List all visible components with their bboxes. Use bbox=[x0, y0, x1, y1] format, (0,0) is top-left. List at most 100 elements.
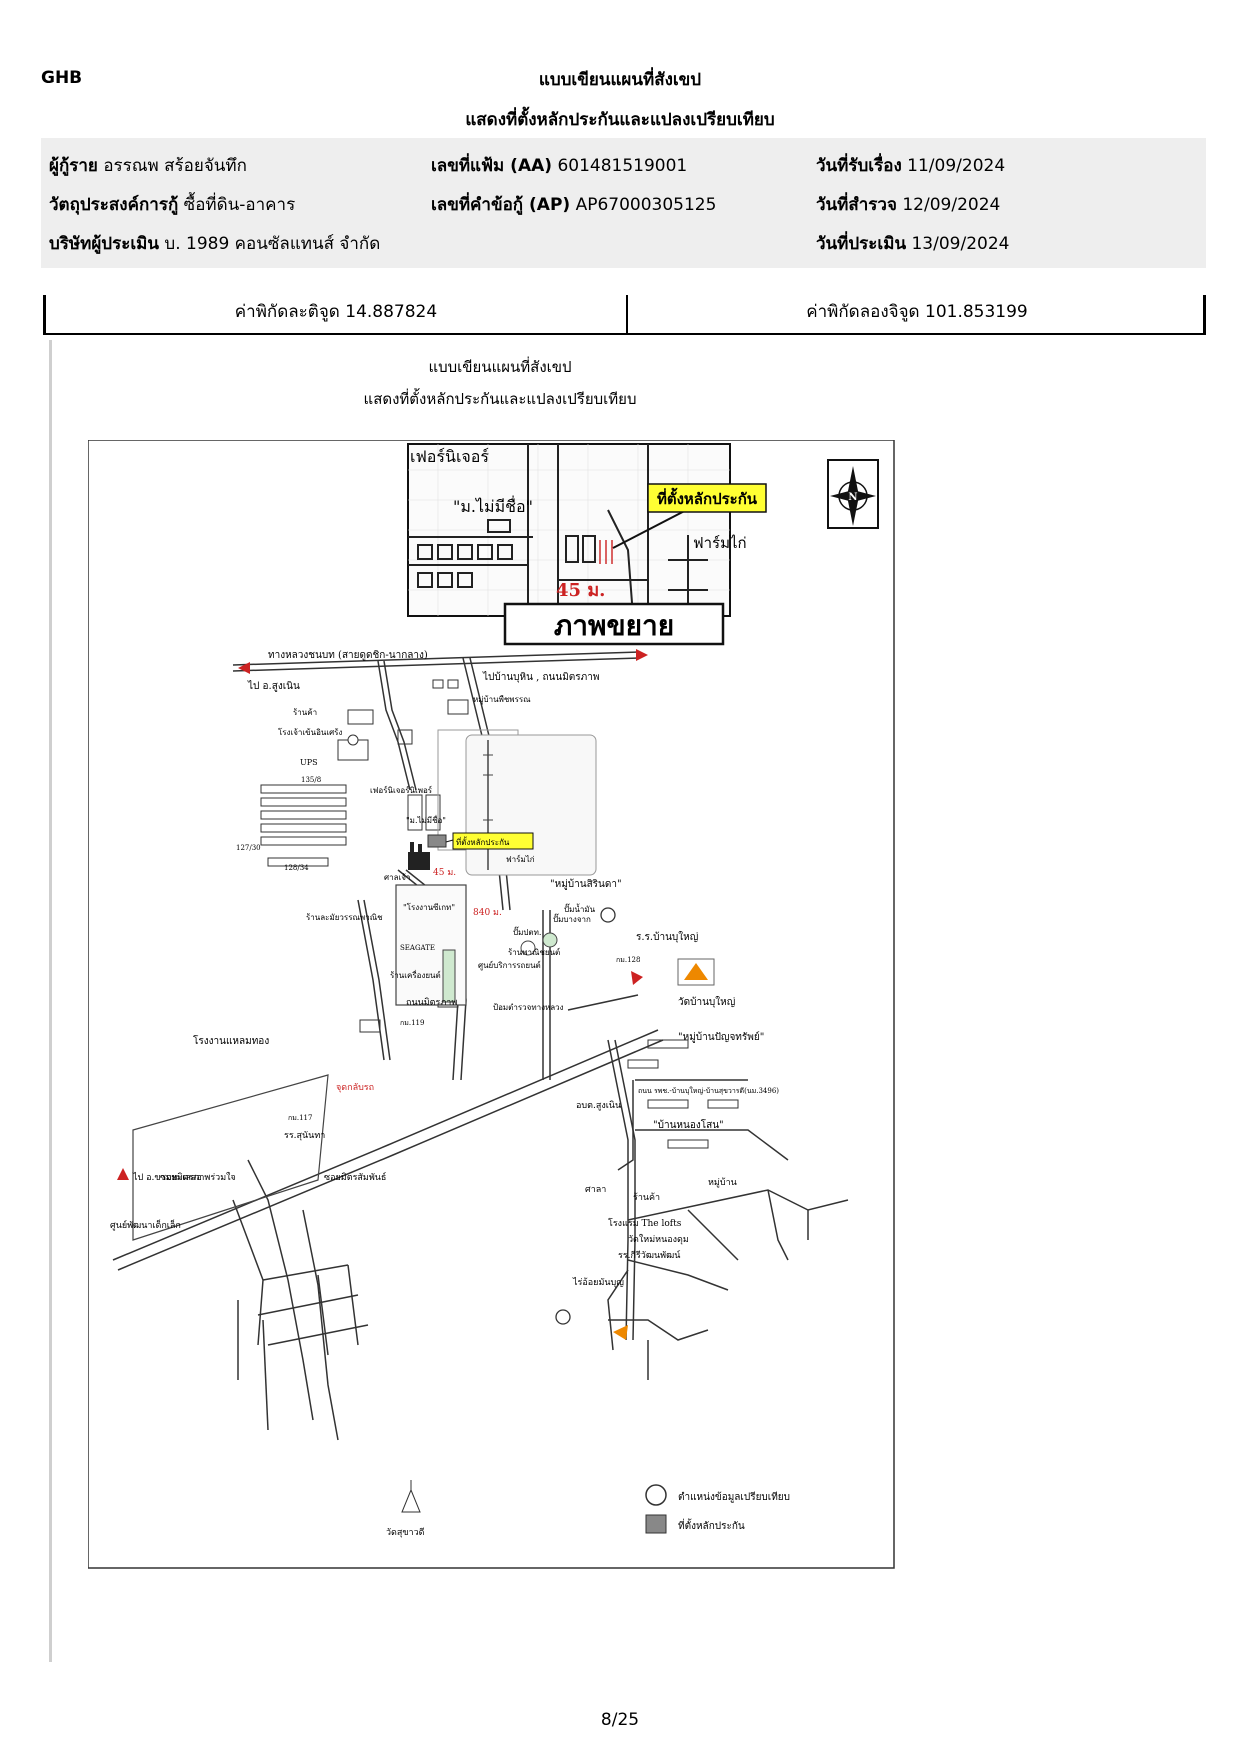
label-mosque: ศาลเจ้า bbox=[384, 873, 410, 882]
left-margin-rule bbox=[49, 340, 52, 1662]
label-bangchak: ปั๊มบางจาก bbox=[553, 913, 591, 924]
legend-collateral-icon bbox=[645, 1514, 667, 1534]
label-obt: อบต.สูงเนิน bbox=[576, 1100, 621, 1111]
label-wat-nongdum: วัดใหม่หนองดุม bbox=[628, 1234, 689, 1245]
label-village-right: หมู่บ้าน bbox=[708, 1177, 737, 1188]
label-village-panya: "หมู่บ้านปัญจทรัพย์" bbox=[678, 1031, 764, 1043]
label-dist-45: 45 ม. bbox=[433, 868, 456, 878]
request-no-label: เลขที่คำข้อกู้ (AP) bbox=[431, 195, 571, 215]
seagate-factory-block bbox=[395, 884, 467, 1006]
file-no-label: เลขที่แฟ้ม (AA) bbox=[431, 156, 553, 176]
label-ups: UPS bbox=[300, 758, 318, 767]
appraisal-date-label: วันที่ประเมิน bbox=[816, 234, 907, 254]
inset-zoom-label: ภาพขยาย bbox=[554, 609, 674, 642]
label-soi-mitr1: ซอยมิตรภาพร่วมใจ bbox=[160, 1172, 236, 1183]
coordinates-row: ค่าพิกัดละติจูด 14.887824 ค่าพิกัดลองจิจ… bbox=[43, 295, 1206, 335]
label-shop: ร้านค้า bbox=[293, 708, 317, 717]
label-school-sunantha: รร.สุนันทา bbox=[284, 1131, 325, 1141]
survey-date-label: วันที่สำรวจ bbox=[816, 195, 897, 215]
label-cassava: ไร่อ้อยมันบุญ bbox=[572, 1277, 624, 1288]
label-128-34: 128/34 bbox=[284, 864, 309, 872]
collateral-marker bbox=[427, 834, 447, 848]
appraiser-field: บริษัทผู้ประเมิน บ. 1989 คอนซัลแทนส์ จำก… bbox=[49, 230, 380, 257]
received-date-value: 11/09/2024 bbox=[907, 156, 1006, 176]
page-subtitle: แสดงที่ตั้งหลักประกันและแปลงเปรียบเทียบ bbox=[465, 110, 775, 130]
request-no-field: เลขที่คำข้อกู้ (AP) AP67000305125 bbox=[431, 191, 716, 218]
label-furniture: เฟอร์นิเจอร์นิเพอร์ bbox=[370, 785, 433, 795]
north-arrow-icon: N bbox=[827, 459, 879, 529]
label-village-sirinda: "หมู่บ้านสิรินดา" bbox=[550, 878, 622, 890]
longitude-cell: ค่าพิกัดลองจิจูด 101.853199 bbox=[806, 302, 1028, 322]
org-code: GHB bbox=[41, 68, 83, 88]
borrower-value: อรรณพ สร้อยจันทึก bbox=[103, 156, 247, 176]
label-shop2: ร้านค้า bbox=[633, 1192, 660, 1203]
direction-arrow-icon bbox=[117, 649, 648, 1180]
label-hotel: โรงแรม The lofts bbox=[608, 1218, 682, 1229]
label-to-sungnoen: ไป อ.สูงเนิน bbox=[247, 680, 300, 692]
label-km119: กม.119 bbox=[400, 1019, 424, 1027]
laem-thong-factory-parcel bbox=[132, 1074, 329, 1241]
map-legend: ตำแหน่งข้อมูลเปรียบเทียบ ที่ตั้งหลักประก… bbox=[645, 1484, 790, 1534]
label-hwy-mittraphap: ถนนมิตรภาพ bbox=[406, 997, 457, 1008]
factory-icon bbox=[408, 852, 430, 870]
label-wat-banbu: วัดบ้านบุใหญ่ bbox=[678, 996, 735, 1008]
label-wat-sukhawadi: วัดสุขาวดี bbox=[386, 1527, 425, 1538]
purpose-field: วัตถุประสงค์การกู้ ซื้อที่ดิน-อาคาร bbox=[49, 191, 295, 218]
label-seagate: SEAGATE bbox=[400, 944, 435, 952]
farm-area bbox=[465, 734, 597, 876]
inset-furniture-label: เฟอร์นิเจอร์ bbox=[410, 447, 489, 466]
gas-station-icon bbox=[520, 932, 558, 956]
request-no-value: AP67000305125 bbox=[575, 195, 717, 215]
inset-map: ที่ตั้งหลักประกัน เฟอร์นิเจอร์ "ม.ไม่มีช… bbox=[407, 443, 767, 646]
file-no-value: 601481519001 bbox=[557, 156, 688, 176]
label-soi-mitr2: ซอยมิตรสัมพันธ์ bbox=[324, 1171, 386, 1183]
label-road-3496: ถนน รพช.-บ้านบุใหญ่-บ้านสุขวารดี(นม.3496… bbox=[638, 1086, 779, 1095]
loan-info-panel: ผู้กู้ราย อรรณพ สร้อยจันทึก เลขที่แฟ้ม (… bbox=[41, 138, 1206, 268]
purpose-label: วัตถุประสงค์การกู้ bbox=[49, 195, 179, 215]
label-dist-840: 840 ม. bbox=[473, 908, 502, 918]
page-number: 8/25 bbox=[600, 1710, 640, 1730]
label-village-nongsano: "บ้านหนองโสน" bbox=[653, 1118, 724, 1131]
north-label: N bbox=[848, 492, 857, 503]
label-farm: ฟาร์มไก่ bbox=[506, 854, 535, 864]
inset-distance-label: 45 ม. bbox=[556, 580, 605, 601]
purpose-value: ซื้อที่ดิน-อาคาร bbox=[183, 195, 296, 215]
label-shop-khrueng: ร้านเครื่องยนต์ bbox=[390, 969, 441, 980]
label-factory-thong: โรงงานแหลมทอง bbox=[193, 1034, 269, 1047]
label-sala: ศาลา bbox=[585, 1185, 606, 1195]
temple-icon bbox=[677, 958, 715, 986]
legend-collateral-label: ที่ตั้งหลักประกัน bbox=[678, 1518, 745, 1532]
label-highway-top: ทางหลวงชนบท (สายดูดชิก-นากลาง) bbox=[268, 650, 428, 661]
received-date-label: วันที่รับเรื่อง bbox=[816, 156, 902, 176]
page-title: แบบเขียนแผนที่สังเขป bbox=[538, 70, 702, 90]
survey-date-value: 12/09/2024 bbox=[902, 195, 1001, 215]
label-135-8: 135/8 bbox=[301, 776, 321, 784]
label-km117: กม.117 bbox=[288, 1114, 312, 1122]
map-heading: แบบเขียนแผนที่สังเขป bbox=[428, 358, 572, 376]
label-km128: กม.128 bbox=[616, 956, 640, 964]
inset-village-label: "ม.ไม่มีชื่อ" bbox=[453, 495, 533, 516]
label-gas-ptt: ปั๊มปตท. bbox=[513, 926, 541, 937]
borrower-label: ผู้กู้ราย bbox=[49, 156, 98, 176]
file-no-field: เลขที่แฟ้ม (AA) 601481519001 bbox=[431, 152, 687, 179]
label-school-banbu: ร.ร.บ้านบุใหญ่ bbox=[636, 931, 698, 943]
label-collateral: ที่ตั้งหลักประกัน bbox=[456, 836, 510, 847]
label-shop-rotkhan: ร้านพาณิชยนต์ bbox=[508, 947, 560, 957]
pagoda-icon bbox=[401, 1480, 421, 1513]
latitude-cell: ค่าพิกัดละติจูด 14.887824 bbox=[46, 295, 628, 333]
label-no-name-village: "ม.ไม่มีชื่อ" bbox=[406, 814, 446, 825]
housing-blocks bbox=[260, 679, 739, 1149]
label-village-top: หมู่บ้านพืชพรรณ bbox=[473, 695, 531, 705]
legend-comparison-icon bbox=[645, 1484, 667, 1506]
survey-date-field: วันที่สำรวจ 12/09/2024 bbox=[816, 191, 1000, 218]
comparison-point-icon bbox=[555, 907, 616, 1325]
inset-collateral-label: ที่ตั้งหลักประกัน bbox=[657, 487, 758, 508]
wat-nongdum-icon bbox=[613, 1325, 628, 1340]
appraisal-date-field: วันที่ประเมิน 13/09/2024 bbox=[816, 230, 1009, 257]
appraisal-date-value: 13/09/2024 bbox=[911, 234, 1010, 254]
label-to-banbu: ไปบ้านบุหิน , ถนนมิตรภาพ bbox=[482, 671, 599, 683]
label-school-kiri: รร.กีรีวัฒนพัฒน์ bbox=[618, 1249, 680, 1261]
borrower-field: ผู้กู้ราย อรรณพ สร้อยจันทึก bbox=[49, 152, 247, 179]
label-chinese-shrine: โรงเจ้าเข้นอินเศร้ง bbox=[278, 727, 342, 737]
label-police: ป้อมตำรวจทางหลวง bbox=[493, 1003, 564, 1012]
